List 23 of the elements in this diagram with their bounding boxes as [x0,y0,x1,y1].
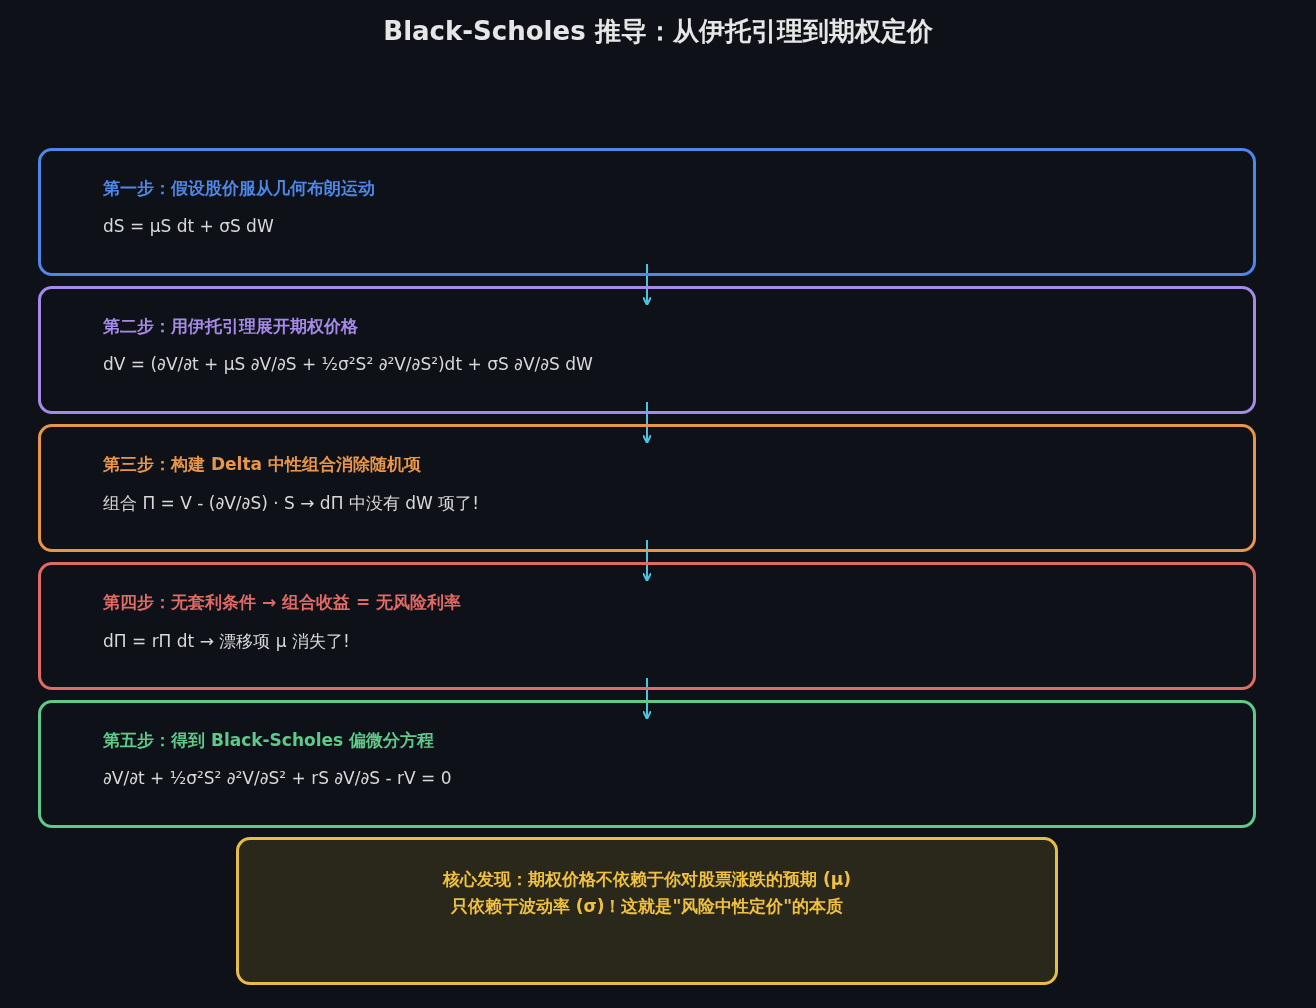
arrow [642,263,652,306]
step-box [38,700,1256,828]
step-heading: 第三步：构建 Delta 中性组合消除随机项 [103,453,421,476]
step-box [38,424,1256,552]
title: Black-Scholes 推导：从伊托引理到期权定价 [382,15,934,48]
summary-text: 核心发现：期权价格不依赖于你对股票涨跌的预期 (μ) [443,868,851,891]
formula-text: dΠ = rΠ dt → 漂移项 μ 消失了! [103,630,350,653]
step-box [38,562,1256,690]
step-heading: 第一步：假设股价服从几何布朗运动 [103,177,375,200]
summary-text: 只依赖于波动率 (σ)！这就是"风险中性定价"的本质 [450,895,844,918]
step-heading: 第二步：用伊托引理展开期权价格 [103,315,358,338]
step-box [38,286,1256,414]
formula-text: ∂V/∂t + ½σ²S² ∂²V/∂S² + rS ∂V/∂S - rV = 0 [103,768,452,788]
arrow [642,677,652,720]
formula-text: dV = (∂V/∂t + μS ∂V/∂S + ½σ²S² ∂²V/∂S²)dt + σS ∂V/∂S dW [103,354,593,374]
summary-box [236,837,1058,985]
formula-text: 组合 Π = V - (∂V/∂S) · S → dΠ 中没有 dW 项了! [103,492,480,515]
step-heading: 第四步：无套利条件 → 组合收益 = 无风险利率 [103,591,462,614]
arrow [642,401,652,444]
formula-text: dS = μS dt + σS dW [103,216,274,236]
step-heading: 第五步：得到 Black-Scholes 偏微分方程 [103,729,435,752]
arrow [642,539,652,582]
step-box [38,148,1256,276]
